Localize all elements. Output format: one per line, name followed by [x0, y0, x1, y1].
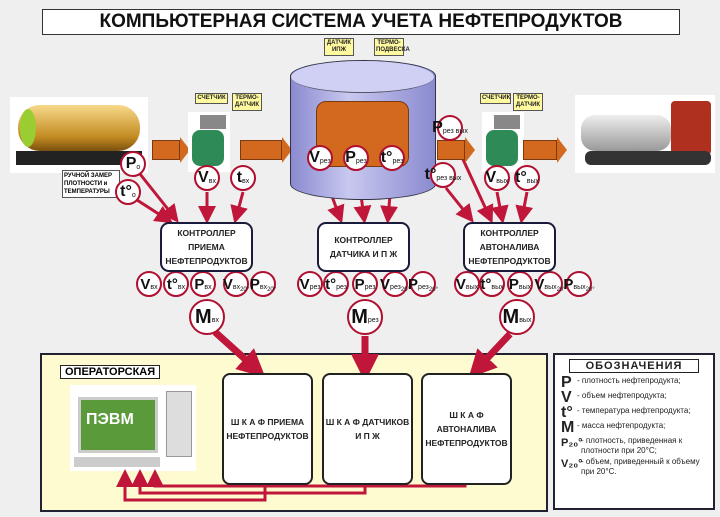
legend: ОБОЗНАЧЕНИЯ P - плотность нефтепродукта; V…: [553, 353, 715, 510]
page-title: КОМПЬЮТЕРНАЯ СИСТЕМА УЧЕТА НЕФТЕПРОДУКТО…: [42, 9, 680, 35]
legend-symbol: M: [561, 419, 575, 436]
flow-meter-image: [188, 112, 230, 172]
thermo-sensor-label-out: ТЕРМО-ДАТЧИК: [513, 93, 543, 111]
cabinet-loading: Ш К А Ф АВТОНАЛИВА НЕФТЕПРОДУКТОВ: [421, 373, 512, 485]
legend-item: V₂₀°- объем, приведенный к объему при 20…: [561, 457, 707, 477]
cabinet-label: Ш К А Ф ПРИЕМА НЕФТЕПРОДУКТОВ: [226, 417, 309, 441]
thermo-suspension-label: ТЕРМО-ПОДВЕСКА: [374, 38, 410, 56]
legend-text: - объем, приведенный к объему при 20°С.: [581, 457, 700, 476]
cabinet-sensors: Ш К А Ф ДАТЧИКОВ И П Ж: [322, 373, 413, 485]
cabinet-label: Ш К А Ф АВТОНАЛИВА НЕФТЕПРОДУКТОВ: [425, 410, 508, 448]
legend-item: P - плотность нефтепродукта;: [561, 374, 707, 391]
controller-label: КОНТРОЛЛЕР ПРИЕМА НЕФТЕПРОДУКТОВ: [165, 228, 248, 266]
controller-output-circle: t°вых: [479, 271, 505, 297]
legend-item: M- масса нефтепродукта;: [561, 419, 707, 436]
sensor-reading-circle: t°вых: [514, 165, 540, 191]
storage-tank: [290, 60, 436, 200]
controller-label: КОНТРОЛЛЕР ДАТЧИКА И П Ж: [329, 235, 398, 259]
legend-symbol: V: [561, 389, 572, 406]
controller-intake: КОНТРОЛЛЕР ПРИЕМА НЕФТЕПРОДУКТОВ: [160, 222, 253, 272]
legend-text: - плотность, приведенная к плотности при…: [581, 436, 683, 455]
sensor-reading-circle: t°рез вых: [425, 162, 461, 188]
tanker-truck-image: [575, 95, 715, 173]
controller-loading: КОНТРОЛЛЕР АВТОНАЛИВА НЕФТЕПРОДУКТОВ: [463, 222, 556, 272]
legend-item: t° - температура нефтепродукта;: [561, 404, 707, 421]
legend-title: ОБОЗНАЧЕНИЯ: [569, 359, 699, 373]
legend-symbol: t°: [561, 404, 573, 421]
legend-item: P₂₀°- плотность, приведенная к плотности…: [561, 436, 707, 456]
legend-text: - температура нефтепродукта;: [577, 406, 691, 415]
controller-output-circle: t°рез: [323, 271, 349, 297]
cabinet-label: Ш К А Ф ДАТЧИКОВ И П Ж: [325, 417, 410, 441]
legend-text: - масса нефтепродукта;: [577, 421, 666, 430]
manual-measure-label: РУЧНОЙ ЗАМЕР ПЛОТНОСТИ и ТЕМПЕРАТУРЫ: [62, 170, 120, 198]
controller-output-circle: t°вх: [163, 271, 189, 297]
ipzh-sensor-label: ДАТЧИК ИПЖ: [324, 38, 354, 56]
flow-arrow: [152, 140, 180, 160]
thermo-sensor-label: ТЕРМО-ДАТЧИК: [232, 93, 262, 111]
controller-sensor: КОНТРОЛЛЕР ДАТЧИКА И П Ж: [317, 222, 410, 272]
sensor-reading-circle: t°o: [115, 179, 141, 205]
counter-label-out: СЧЕТЧИК: [480, 93, 511, 104]
legend-text: - плотность нефтепродукта;: [577, 376, 681, 385]
legend-symbol: P: [561, 374, 572, 391]
rail-tank-car-image: [10, 97, 148, 173]
legend-symbol: V₂₀°: [561, 458, 583, 470]
cabinet-intake: Ш К А Ф ПРИЕМА НЕФТЕПРОДУКТОВ: [222, 373, 313, 485]
sensor-reading-circle: t°рез: [379, 145, 405, 171]
counter-label: СЧЕТЧИК: [195, 93, 228, 104]
flow-meter-image-out: [482, 112, 524, 172]
legend-symbol: P₂₀°: [561, 437, 583, 449]
controller-label: КОНТРОЛЛЕР АВТОНАЛИВА НЕФТЕПРОДУКТОВ: [468, 228, 551, 266]
legend-text: - объем нефтепродукта;: [577, 391, 667, 400]
legend-item: V - объем нефтепродукта;: [561, 389, 707, 406]
